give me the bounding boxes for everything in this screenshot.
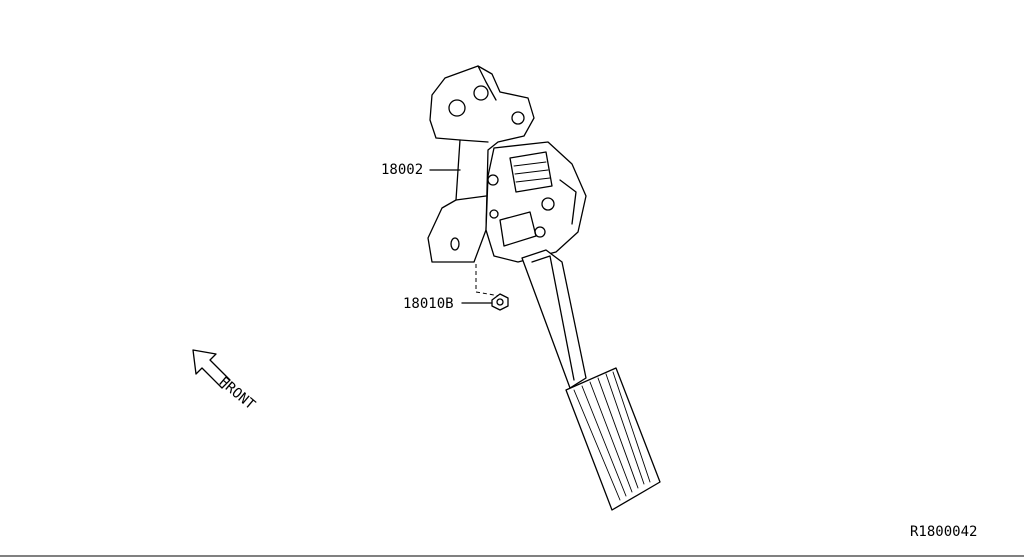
callout-18010b: 18010B: [403, 296, 493, 312]
front-arrow-icon: [192, 349, 231, 389]
part-label-18010b: 18010B: [403, 296, 454, 312]
pedal-arm: [521, 249, 587, 389]
reference-code: R1800042: [910, 524, 977, 540]
front-direction-indicator: FRONT: [192, 349, 258, 414]
front-label: FRONT: [215, 374, 258, 414]
callout-18002: 18002: [381, 162, 461, 178]
accelerator-pedal-assembly: [427, 65, 661, 511]
nut-18010b: [475, 264, 509, 311]
pedal-pad: [565, 367, 661, 511]
sensor-housing: [485, 141, 587, 263]
part-label-18002: 18002: [381, 162, 423, 178]
